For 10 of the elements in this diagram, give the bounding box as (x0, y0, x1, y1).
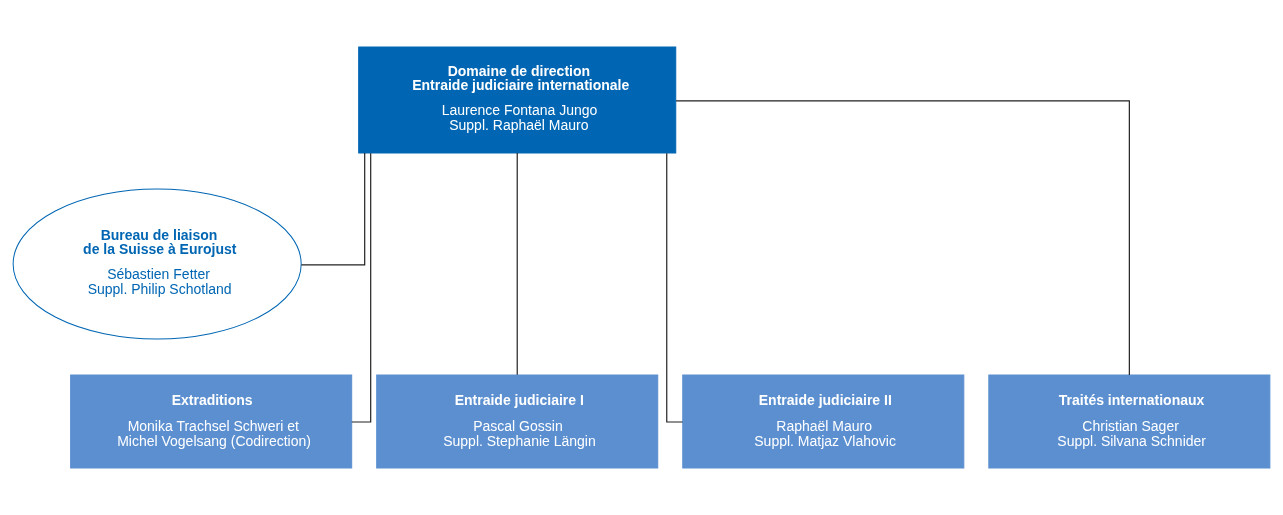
node-box: Entraide judiciaire II Raphaël Mauro Suppl. Matjaz Vlahovic (682, 374, 965, 469)
connector (300, 152, 366, 266)
connector (516, 152, 518, 376)
node-ellipse: Bureau de liaison de la Suisse à Eurojust Sébastien Fetter Suppl. Philip Schotland (12, 188, 302, 340)
node-box: Entraide judiciaire I Pascal Gossin Suppl. Stephanie Längin (376, 374, 659, 469)
node-box: Domaine de direction Entraide judiciaire internationale Laurence Fontana Jungo Suppl. Raphaël Mauro (358, 46, 677, 154)
node-box: Extraditions Monika Trachsel Schweri et Michel Vogelsang (Codirection) (70, 374, 353, 469)
connector (351, 152, 372, 423)
node-box: Traités internationaux Christian Sager Suppl. Silvana Schnider (988, 374, 1271, 469)
connector (675, 100, 1130, 376)
